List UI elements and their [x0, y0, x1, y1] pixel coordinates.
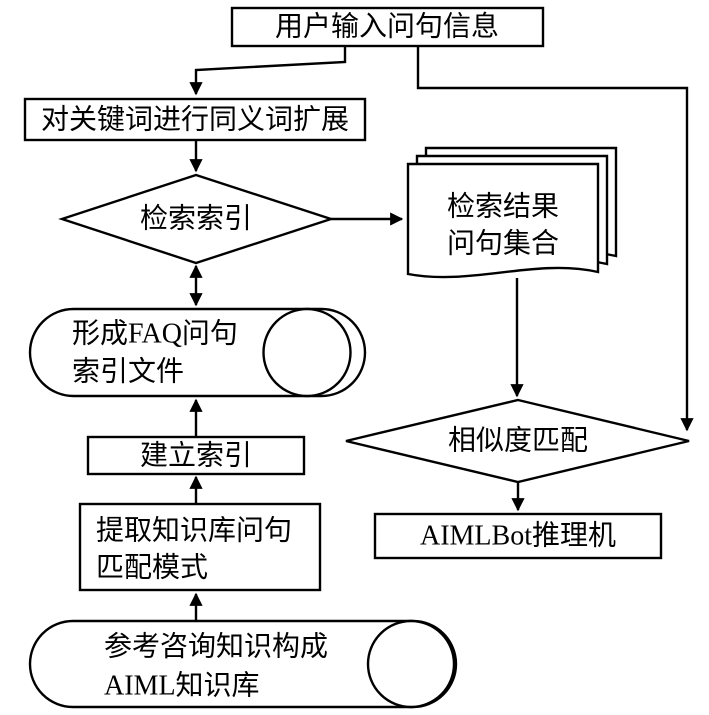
node-result-set: 检索结果 问句集合	[406, 146, 618, 279]
user-input-box	[230, 6, 545, 48]
build-index-label: 建立索引	[140, 440, 252, 472]
similarity-match-diamond	[345, 398, 690, 484]
result-set-label-line2: 问句集合	[447, 228, 559, 260]
extract-pattern-label-line2: 匹配模式	[96, 552, 208, 584]
node-similarity-match: 相似度匹配	[345, 398, 690, 484]
build-index-box	[86, 435, 306, 476]
aiml-kb-stadium	[28, 619, 458, 709]
aiml-kb-label-line1: 参考咨询知识构成	[104, 631, 328, 663]
result-set-label-line1: 检索结果	[447, 191, 559, 223]
node-synonym-expand: 对关键词进行同义词扩展	[23, 97, 367, 142]
edge-user-input-to-synonym-expand	[189, 46, 347, 96]
node-build-index: 建立索引	[86, 435, 306, 476]
faq-index-file-circle	[262, 307, 352, 398]
faq-index-file-label-line1: 形成FAQ问句	[72, 318, 238, 350]
aimlbot-box	[373, 512, 663, 560]
node-aimlbot: AIMLBot推理机	[373, 512, 663, 560]
edge-user-input-to-similarity-match	[416, 46, 694, 432]
node-extract-pattern: 提取知识库问句 匹配模式	[78, 502, 322, 592]
search-index-label: 检索索引	[140, 203, 252, 235]
similarity-match-label: 相似度匹配	[448, 425, 588, 457]
aimlbot-label: AIMLBot推理机	[420, 520, 616, 552]
node-aiml-kb: 参考咨询知识构成 AIML知识库	[28, 619, 458, 709]
node-search-index: 检索索引	[58, 173, 335, 265]
extract-pattern-box	[78, 502, 322, 592]
aiml-kb-circle	[366, 619, 456, 709]
extract-pattern-label-line1: 提取知识库问句	[96, 515, 292, 547]
result-set-document-front	[406, 162, 600, 279]
faq-index-file-label-line2: 索引文件	[72, 356, 184, 388]
node-user-input: 用户输入问句信息	[230, 6, 545, 48]
search-index-diamond	[58, 173, 335, 265]
node-faq-index-file: 形成FAQ问句 索引文件	[28, 307, 367, 398]
synonym-expand-box	[23, 97, 367, 142]
user-input-label: 用户输入问句信息	[275, 11, 499, 43]
synonym-expand-label: 对关键词进行同义词扩展	[41, 104, 349, 136]
aiml-kb-label-line2: AIML知识库	[104, 670, 260, 702]
